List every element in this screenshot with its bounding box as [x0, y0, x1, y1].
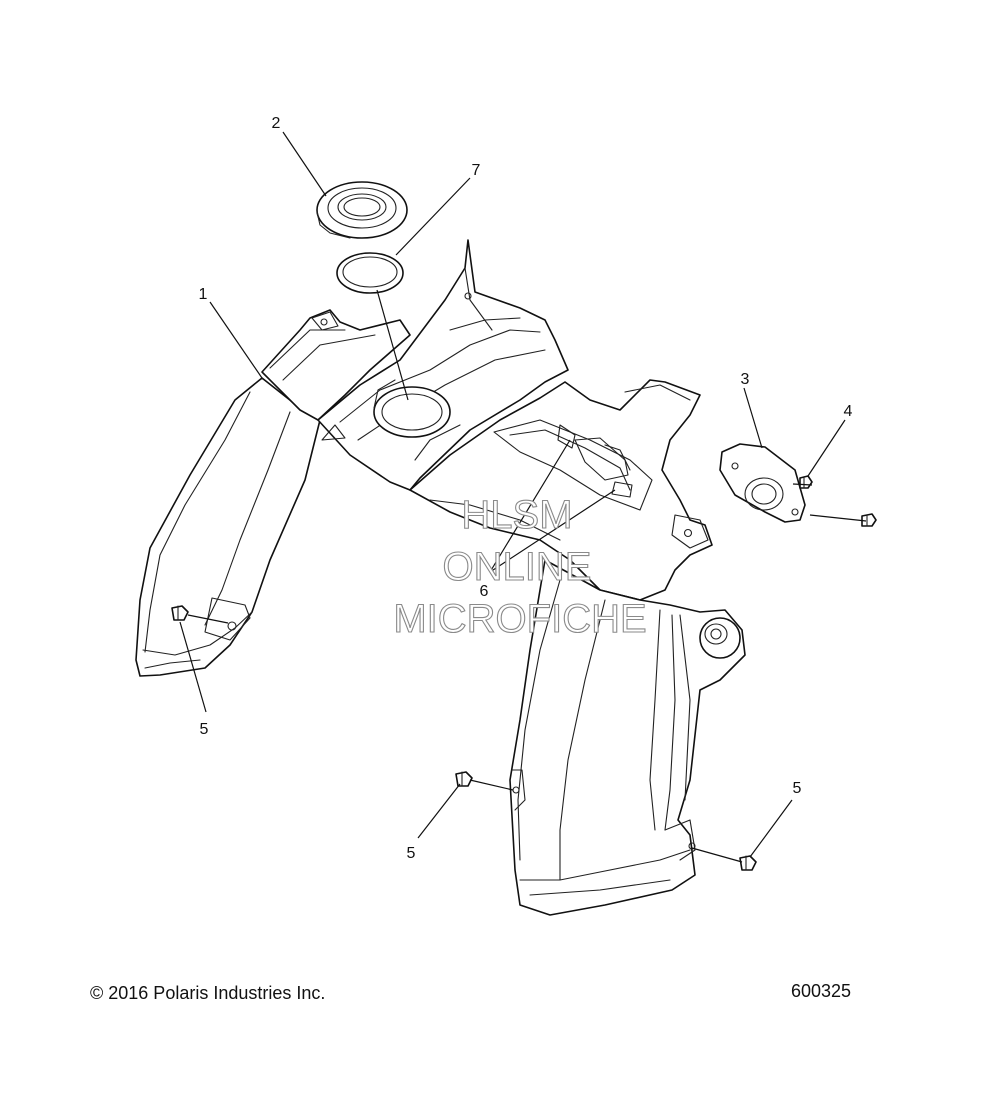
center-tank-cover	[317, 239, 569, 491]
callout-5-left: 5	[200, 721, 209, 738]
mounting-plate	[719, 443, 806, 523]
callout-5-right: 5	[793, 780, 802, 797]
push-rivet-right	[739, 855, 757, 871]
watermark-line-3: MICROFICHE	[393, 597, 646, 641]
copyright-notice: © 2016 Polaris Industries Inc.	[90, 983, 326, 1003]
callout-1: 1	[199, 286, 208, 303]
push-rivet-left	[171, 605, 189, 621]
callout-3: 3	[741, 371, 750, 388]
figure-number: 600325	[791, 981, 852, 1001]
center-cross-member	[409, 379, 713, 601]
callout-6: 6	[480, 583, 489, 600]
right-fender-panel	[509, 559, 746, 916]
watermark-line-1: HLSM	[461, 493, 572, 537]
callout-5-center: 5	[407, 845, 416, 862]
callout-2: 2	[272, 115, 281, 132]
filler-cap-ring	[316, 181, 408, 239]
fastener-screw-lower	[861, 513, 877, 527]
callout-labels: 2 7 1 3 4 6 5 5 5	[199, 115, 853, 862]
filler-o-ring	[336, 252, 404, 294]
left-fender-panel	[135, 377, 321, 677]
fastener-screw-upper	[799, 475, 813, 489]
callout-4: 4	[844, 403, 853, 420]
push-rivet-center	[455, 771, 473, 787]
watermark-line-2: ONLINE	[443, 545, 592, 589]
watermark: HLSM ONLINE MICROFICHE	[393, 492, 647, 641]
leader-lines	[179, 131, 867, 863]
callout-7: 7	[472, 162, 481, 179]
